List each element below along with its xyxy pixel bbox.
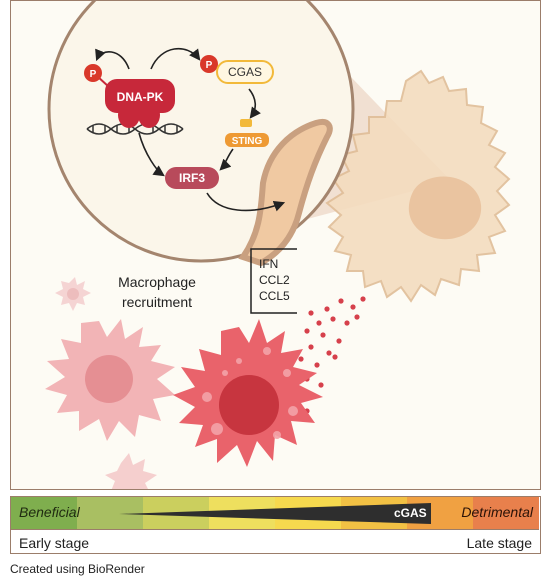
credit-text: Created using BioRender [10, 562, 145, 576]
illustration-svg: DNA-PK P P CGAS STING IRF3 [45, 1, 511, 489]
sting-node: STING [225, 119, 269, 147]
cgas-bar-label: cGAS [394, 506, 427, 520]
cgas-label: CGAS [228, 65, 262, 79]
gradient-segment [77, 497, 143, 529]
irf3-node: IRF3 [165, 167, 219, 189]
macrophage-label-line2: recruitment [122, 294, 192, 310]
vesicles [202, 347, 298, 439]
cytokine-ifn: IFN [259, 257, 278, 271]
phospho-left: P [84, 64, 110, 88]
stage-scale: Beneficial cGAS Detrimental Early stage … [10, 496, 541, 554]
macrophage-central-nucleus [219, 375, 279, 435]
phospho-cgas: P [200, 55, 218, 73]
irf3-label: IRF3 [179, 171, 205, 185]
cytokine-ccl2: CCL2 [259, 273, 290, 287]
macrophage-left-nucleus [85, 355, 133, 403]
pathway-arrows [95, 47, 286, 212]
early-stage-label: Early stage [19, 535, 90, 551]
gradient-segment [473, 497, 539, 529]
dnapk-complex: DNA-PK [105, 79, 175, 128]
dnapk-label: DNA-PK [117, 90, 164, 104]
svg-text:P: P [206, 60, 213, 71]
membrane-edge [238, 119, 333, 267]
illustration-panel: DNA-PK P P CGAS STING IRF3 [10, 0, 541, 490]
macrophage-label-line1: Macrophage [118, 274, 196, 290]
cgas-wedge [119, 503, 431, 524]
cytokine-bracket [250, 248, 297, 314]
sting-label: STING [232, 136, 263, 147]
detrimental-label: Detrimental [461, 504, 533, 520]
gradient-segment [11, 497, 77, 529]
cgas-node: CGAS [216, 60, 274, 84]
small-cell [55, 277, 91, 311]
bottom-cell [105, 453, 157, 489]
tumor-nucleus [408, 176, 482, 240]
late-stage-label: Late stage [466, 535, 532, 551]
beneficial-label: Beneficial [19, 504, 80, 520]
cytokine-ccl5: CCL5 [259, 289, 290, 303]
gradient-bar [11, 497, 539, 530]
svg-text:P: P [90, 69, 97, 80]
